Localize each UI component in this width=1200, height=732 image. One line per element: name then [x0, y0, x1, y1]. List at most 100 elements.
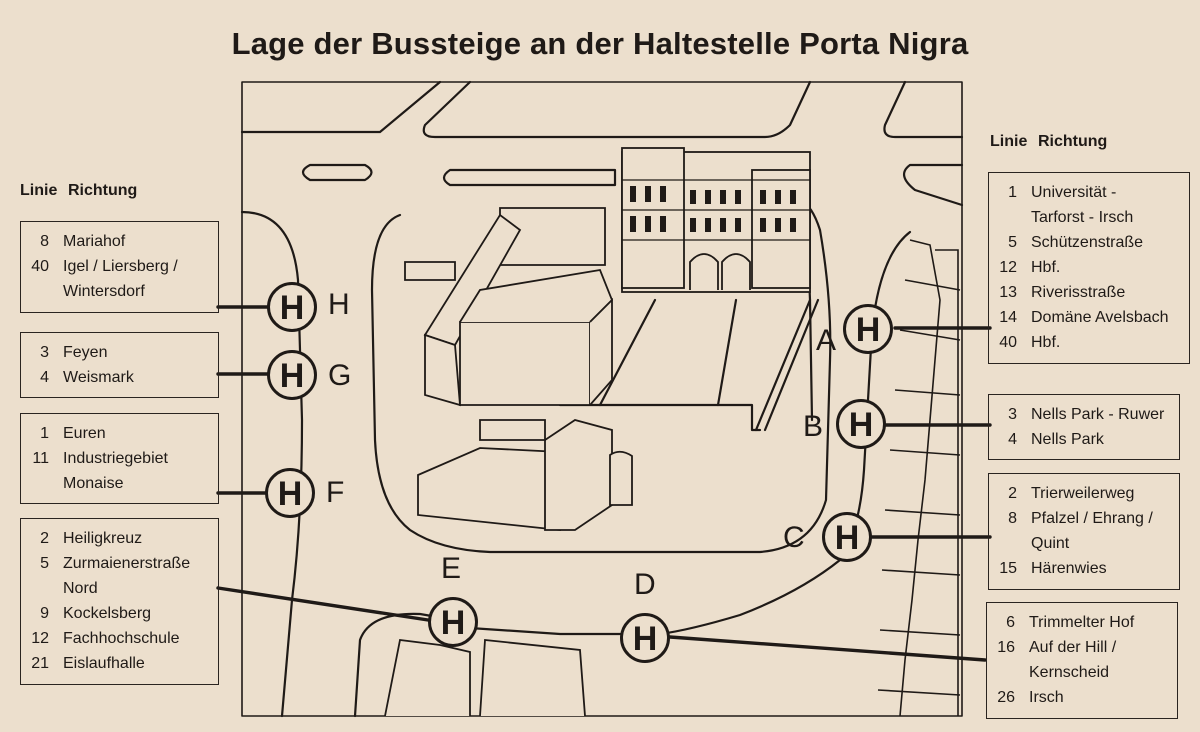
leader-E	[216, 586, 430, 622]
bus-stop-icon-D: H	[620, 613, 670, 663]
bus-stop-icon-B: H	[836, 399, 886, 449]
plaza-line-1	[598, 298, 657, 407]
direction: Industriegebiet	[63, 450, 168, 467]
line-number: 4	[40, 369, 49, 386]
line-number: 3	[1008, 406, 1017, 423]
direction: Nells Park - Ruwer	[1031, 406, 1165, 423]
direction: Quint	[1031, 535, 1070, 552]
route-row: 40 Igel / Liersberg /	[21, 254, 218, 279]
direction: Heiligkreuz	[63, 530, 143, 547]
direction: Riverisstraße	[1031, 284, 1126, 301]
direction: Irsch	[1029, 689, 1064, 706]
direction: Domäne Avelsbach	[1031, 309, 1169, 326]
platform-letter-F: F	[326, 476, 345, 509]
bus-stop-icon-H: H	[267, 282, 317, 332]
route-row: Monaise	[21, 471, 218, 496]
line-number: 11	[32, 450, 49, 467]
platform-letter-D: D	[634, 568, 656, 601]
route-row: 14 Domäne Avelsbach	[989, 305, 1189, 330]
road-lower	[353, 612, 457, 718]
route-row: Tarforst - Irsch	[989, 205, 1189, 230]
line-number: 2	[40, 530, 49, 547]
line-number	[989, 531, 1031, 556]
route-row: Kernscheid	[987, 660, 1177, 685]
line-number: 26	[997, 689, 1015, 706]
line-number: 21	[31, 655, 49, 672]
route-row: 8 Mariahof	[21, 229, 218, 254]
line-number: 6	[1006, 614, 1015, 631]
road-left-curve	[240, 210, 304, 718]
traffic-island-left	[301, 163, 373, 182]
route-row: Wintersdorf	[21, 279, 218, 304]
line-number: 1	[1008, 184, 1017, 201]
direction: Härenwies	[1031, 560, 1107, 577]
plaza-line-5	[763, 298, 820, 432]
line-number: 5	[40, 555, 49, 572]
line-number	[21, 279, 63, 304]
direction: Trierweilerweg	[1031, 485, 1135, 502]
bus-stop-icon-A: H	[843, 304, 893, 354]
platform-letter-H: H	[328, 288, 350, 321]
platform-letter-B: B	[803, 410, 824, 443]
line-number	[21, 576, 63, 601]
direction: Zurmaienerstraße	[63, 555, 191, 572]
route-row: 11 Industriegebiet	[21, 446, 218, 471]
line-number: 3	[40, 344, 49, 361]
line-number: 5	[1008, 234, 1017, 251]
map-title: Lage der Bussteige an der Haltestelle Po…	[231, 26, 969, 61]
route-row: 5 Zurmaienerstraße	[21, 551, 218, 576]
line-number: 14	[999, 309, 1017, 326]
platform-letter-C: C	[783, 521, 805, 554]
line-number: 13	[999, 284, 1017, 301]
platform-letter-E: E	[441, 552, 462, 585]
direction: Mariahof	[63, 233, 126, 250]
direction: Kernscheid	[1029, 664, 1110, 681]
direction: Igel / Liersberg /	[63, 258, 178, 275]
central-square	[370, 198, 832, 554]
line-number: 9	[40, 605, 49, 622]
traffic-island-long	[442, 168, 617, 187]
direction: Wintersdorf	[63, 283, 145, 300]
buildings-right-row	[877, 239, 961, 717]
line-number: 8	[40, 233, 49, 250]
direction: Nells Park	[1031, 431, 1104, 448]
route-row: 26 Irsch	[987, 685, 1177, 710]
route-row: 3 Nells Park - Ruwer	[989, 402, 1179, 427]
buildings-bottom	[384, 639, 586, 717]
direction: Auf der Hill /	[1029, 639, 1117, 656]
direction: Feyen	[63, 344, 108, 361]
line-number: 15	[999, 560, 1017, 577]
line-number: 1	[40, 425, 49, 442]
line-number: 40	[31, 258, 49, 275]
plaza-line-4	[754, 298, 812, 432]
line-number: 8	[1008, 510, 1017, 527]
line-number: 12	[31, 630, 49, 647]
leader-D	[668, 635, 987, 662]
route-row: 15 Härenwies	[989, 556, 1179, 581]
line-number	[989, 205, 1031, 230]
direction: Nord	[63, 580, 98, 597]
bus-stop-icon-E: H	[428, 597, 478, 647]
direction: Tarforst - Irsch	[1031, 209, 1134, 226]
line-number	[987, 660, 1029, 685]
plaza-line-2	[716, 298, 738, 407]
direction: Hbf.	[1031, 259, 1061, 276]
street-block-top-center	[422, 80, 812, 139]
